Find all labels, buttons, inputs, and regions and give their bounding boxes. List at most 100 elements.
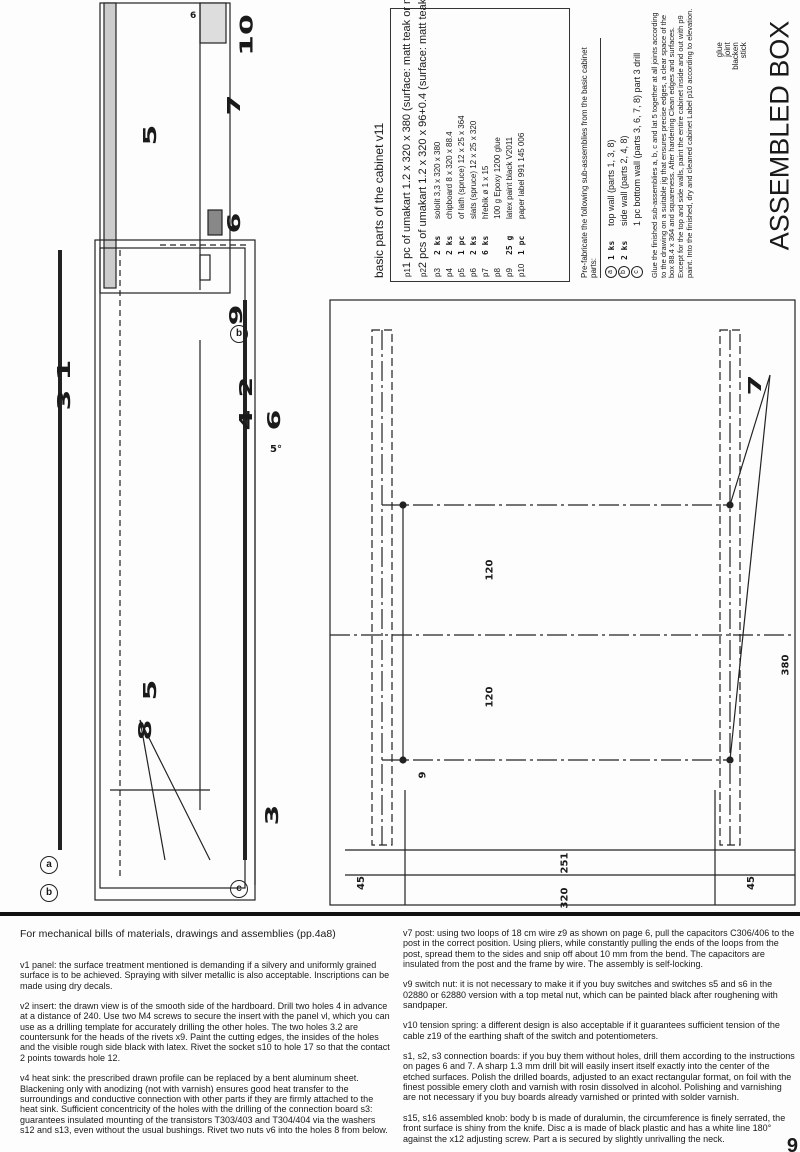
part-qty: 1 pc	[517, 235, 526, 255]
side-note: glue joint blacken stick	[715, 42, 748, 70]
subassembly-key: b	[618, 266, 630, 278]
subassembly-description: top wall (parts 1, 3, 8)	[606, 139, 616, 226]
paragraph: s15, s16 assembled knob: body b is made …	[403, 1112, 786, 1144]
part-qty: 6 ks	[481, 235, 490, 255]
part-qty: 2 ks	[445, 235, 454, 255]
subassembly-key: a	[605, 266, 617, 278]
part-label-7: 7	[223, 94, 245, 116]
part-label-9: 9	[225, 304, 247, 326]
part-label-6-small: 6	[190, 11, 197, 21]
subassembly-row: b 2 ks side wall (parts 2, 4, 8)	[618, 0, 630, 278]
dim-320: 320	[559, 887, 571, 909]
top-corner	[199, 2, 227, 44]
parts-row: p5 1 pc of lath (spruce) 12 x 25 x 364	[457, 13, 466, 277]
part-qty: 1 pc	[457, 235, 466, 255]
paragraph: s1, s2, s3 connection boards: if you buy…	[403, 1051, 795, 1103]
part-label-6-mid: 6	[263, 409, 285, 431]
subassembly-row: c 1 pc bottom wall (parts 3, 6, 7, 8) par…	[631, 0, 643, 278]
dim-45-b: 45	[745, 876, 757, 890]
subassembly-description: 1 pc bottom wall (parts 3, 6, 7, 8) part…	[632, 52, 642, 226]
subassembly-description: side wall (parts 2, 4, 8)	[619, 135, 629, 226]
paragraph: v4 heat sink: the prescribed drawn profi…	[20, 1073, 388, 1135]
subassemblies-list: a 1 ks top wall (parts 1, 3, 8) b 2 ks side w…	[605, 0, 643, 278]
part-code: p9	[505, 268, 514, 277]
dim-120-a: 120	[484, 559, 496, 581]
part-code: p8	[493, 268, 502, 277]
parts-row: p6 2 ks slats (spruce) 12 x 25 x 320	[469, 13, 478, 277]
part-label-8: 8	[134, 719, 156, 741]
subassembly-key: c	[631, 266, 643, 278]
part-label-4: 4	[235, 409, 257, 431]
paragraph: v7 post: using two loops of 18 cm wire z…	[403, 928, 795, 970]
stick-part	[207, 209, 223, 236]
paragraph: v9 switch nut: it is not necessary to ma…	[403, 979, 778, 1011]
page-number: 9	[786, 1135, 798, 1152]
assembly-note: Glue the finished sub-assemblies a, b, c…	[650, 8, 694, 278]
top-section-frame	[99, 2, 231, 294]
divider	[0, 912, 800, 916]
subassembly-qty: 2 ks	[619, 240, 629, 260]
top-lath	[103, 2, 117, 289]
part-qty: 2 ks	[433, 235, 442, 255]
part-code: p2	[419, 268, 428, 277]
part-label-6: 6	[223, 212, 245, 234]
part-description: 100 g Epoxy 1200 glue	[493, 137, 502, 219]
paragraph: v2 insert: the drawn view is of the smoo…	[20, 1001, 390, 1063]
right-text-column: v7 post: using two loops of 18 cm wire z…	[403, 928, 795, 1152]
parts-row: p10 1 pc paper label 991 145 006	[517, 13, 526, 277]
parts-row: p9 25 g latex paint black V2011	[505, 13, 514, 277]
subassembly-c-marker: c	[230, 880, 248, 898]
subassemblies: Pre-fabricate the following sub-assembli…	[580, 0, 643, 278]
part-label-1: 1	[53, 359, 75, 381]
parts-row: p8 100 g Epoxy 1200 glue	[493, 13, 502, 277]
part-description: sololit 3,3 x 320 x 380	[433, 141, 442, 219]
part-code: p3	[433, 268, 442, 277]
part-description: latex paint black V2011	[505, 136, 514, 219]
part-code: p4	[445, 268, 454, 277]
bottom-plan-outline	[329, 299, 796, 906]
dim-9: 9	[417, 771, 429, 779]
subassembly-qty: 1 ks	[606, 240, 616, 260]
parts-row: p3 2 ks sololit 3,3 x 320 x 380	[433, 13, 442, 277]
dim-120-b: 120	[484, 686, 496, 708]
parts-row: p4 2 ks chipboard 8 x 320 x 88.4	[445, 13, 454, 277]
side-note-line: stick	[738, 42, 748, 59]
paragraph: For mechanical bills of materials, drawi…	[20, 928, 336, 940]
part-qty: 2 ks	[469, 235, 478, 255]
part-description: paper label 991 145 006	[517, 132, 526, 219]
part-label-10: 10	[236, 14, 258, 56]
subassembly-b-top-marker: b	[230, 325, 248, 343]
part-label-3-bottom: 3	[261, 804, 283, 826]
angle-label: 5°	[270, 444, 282, 455]
part-label-2: 2	[235, 376, 257, 398]
part-code: p6	[469, 268, 478, 277]
part-code: p10	[517, 263, 526, 277]
part-description: slats (spruce) 12 x 25 x 320	[469, 120, 478, 219]
paragraph: v1 panel: the surface treatment mentione…	[20, 960, 390, 991]
part-label-5: 5	[139, 124, 161, 146]
post-part	[199, 254, 211, 281]
part-label-5-mid: 5	[139, 679, 161, 701]
subassembly-a-marker: a	[40, 856, 58, 874]
page-title: ASSEMBLED BOX	[764, 20, 795, 251]
part-description: of lath (spruce) 12 x 25 x 364	[457, 115, 466, 219]
part-description: 2 pcs of umakart 1.2 x 320 x 96+0.4 (sur…	[417, 0, 429, 269]
left-text-column: For mechanical bills of materials, drawi…	[20, 928, 390, 1145]
part-label-3: 3	[53, 389, 75, 411]
parts-title: basic parts of the cabinet v11	[372, 122, 386, 278]
part-description: chipboard 8 x 320 x 88.4	[445, 131, 454, 219]
part-code: p1	[403, 268, 412, 277]
dim-251: 251	[559, 852, 571, 874]
dim-45-a: 45	[355, 876, 367, 890]
part-description: 1 pc of umakart 1.2 x 320 x 380 (surface…	[401, 0, 413, 269]
paragraph: v10 tension spring: a different design i…	[403, 1020, 780, 1041]
technical-drawing	[58, 2, 796, 906]
subassembly-b-left-marker: b	[40, 884, 58, 902]
subassembly-row: a 1 ks top wall (parts 1, 3, 8)	[605, 0, 617, 278]
part-qty: 25 g	[505, 235, 514, 255]
part-code: p5	[457, 268, 466, 277]
